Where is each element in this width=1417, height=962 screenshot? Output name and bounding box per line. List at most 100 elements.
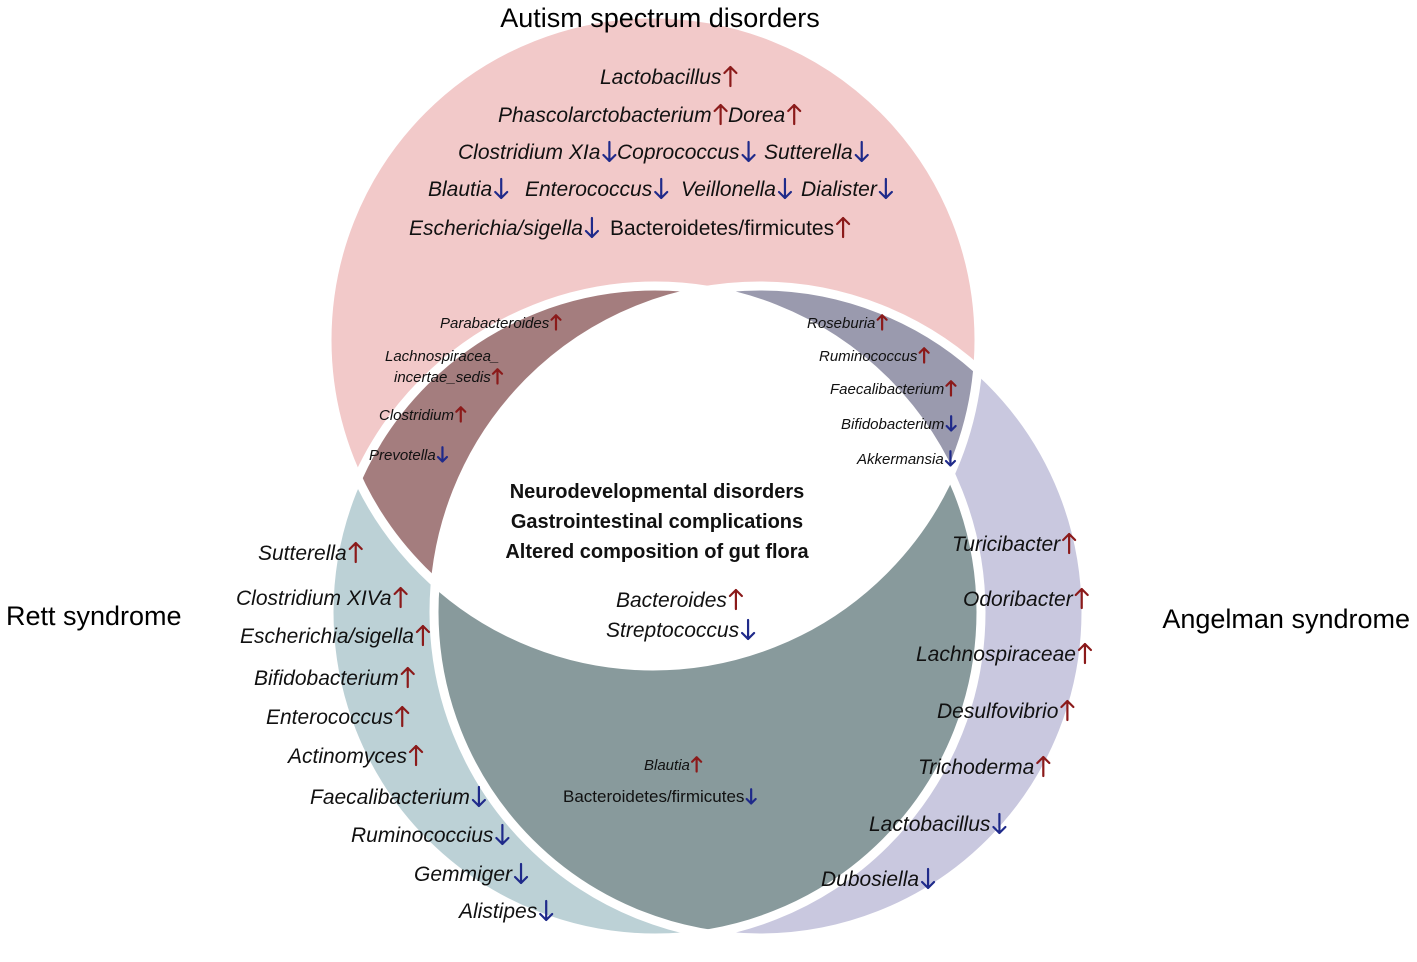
up-arrow-icon: [945, 380, 957, 397]
region-center: [434, 286, 979, 666]
up-arrow-icon: [550, 314, 562, 331]
down-arrow-icon: [741, 140, 756, 163]
taxon-angelman-only-6: Dubosiella: [821, 867, 936, 891]
taxon-label: Bacteroidetes/firmicutes: [610, 217, 834, 240]
taxon-label: incertae_sedis: [394, 369, 491, 386]
taxon-asd-only-7: Enterococcus: [525, 177, 669, 201]
taxon-angelman-only-2: Lachnospiraceae: [916, 642, 1093, 666]
taxon-label: Bifidobacterium: [254, 667, 399, 690]
taxon-asd-only-2: Dorea: [728, 103, 802, 127]
taxon-rett-angelman-1: Bacteroidetes/firmicutes: [563, 787, 757, 806]
down-arrow-icon: [992, 812, 1007, 835]
up-arrow-icon: [723, 65, 738, 88]
taxon-label: Ruminococcus: [819, 348, 918, 365]
down-arrow-icon: [878, 177, 893, 200]
title-rett: Rett syndrome: [6, 601, 182, 631]
taxon-label: Faecalibacterium: [830, 381, 944, 398]
down-arrow-icon: [745, 788, 757, 805]
taxon-label: Enterococcus: [266, 706, 394, 729]
up-arrow-icon: [835, 216, 851, 239]
taxon-asd-only-10: Escherichia/sigella: [409, 216, 600, 240]
taxon-label: Dorea: [728, 104, 785, 127]
taxon-angelman-only-3: Desulfovibrio: [937, 699, 1075, 723]
up-arrow-icon: [1077, 642, 1093, 665]
center-line-2: Gastrointestinal complications: [511, 511, 803, 533]
taxon-rett-only-6: Faecalibacterium: [310, 785, 487, 809]
taxon-asd-only-11: Bacteroidetes/firmicutes: [610, 216, 851, 240]
taxon-label: Ruminococcius: [351, 824, 494, 847]
up-arrow-icon: [400, 666, 415, 689]
taxon-label: Lachnospiracea_: [385, 348, 499, 365]
outline-angelman: [429, 281, 1091, 943]
taxon-label: Dialister: [801, 178, 878, 201]
up-arrow-icon: [787, 103, 802, 126]
taxon-label: Lactobacillus: [869, 813, 991, 836]
taxon-label: Akkermansia: [856, 451, 944, 468]
taxon-label: Odoribacter: [963, 588, 1074, 611]
taxon-asd-only-5: Sutterella: [764, 140, 869, 164]
down-arrow-icon: [495, 823, 510, 846]
taxon-label: Blautia: [428, 178, 492, 201]
taxon-label: Gemmiger: [414, 863, 513, 886]
taxon-center-0: Bacteroides: [616, 588, 744, 612]
taxon-asd-angelman-0: Roseburia: [807, 314, 888, 332]
taxon-asd-rett-1: Lachnospiracea_: [385, 348, 499, 365]
taxon-label: Sutterella: [764, 141, 853, 164]
taxon-label: Trichoderma: [918, 756, 1034, 779]
down-arrow-icon: [654, 177, 669, 200]
taxon-asd-only-3: Clostridium XIa: [458, 140, 617, 164]
up-arrow-icon: [876, 314, 888, 331]
taxon-asd-rett-2: incertae_sedis: [394, 368, 504, 386]
down-arrow-icon: [602, 140, 617, 163]
taxon-label: Bacteroides: [616, 589, 727, 612]
venn-regions: [322, 9, 1091, 943]
taxon-asd-rett-3: Clostridium: [379, 406, 467, 424]
down-arrow-icon: [471, 785, 487, 808]
down-arrow-icon: [777, 177, 793, 200]
taxon-label: Blautia: [644, 757, 690, 774]
down-arrow-icon: [539, 899, 554, 922]
taxon-rett-only-0: Sutterella: [258, 541, 363, 565]
taxon-asd-only-1: Phascolarctobacterium: [498, 103, 728, 127]
taxon-angelman-only-4: Trichoderma: [918, 755, 1051, 779]
taxon-label: Enterococcus: [525, 178, 653, 201]
up-arrow-icon: [1060, 699, 1075, 722]
taxon-label: Prevotella: [369, 447, 436, 464]
up-arrow-icon: [1036, 755, 1051, 778]
center-line-1: Neurodevelopmental disorders: [510, 481, 805, 503]
taxon-center-1: Streptococcus: [606, 618, 756, 642]
taxon-asd-only-6: Blautia: [428, 177, 509, 201]
down-arrow-icon: [920, 867, 936, 890]
taxon-label: Sutterella: [258, 542, 347, 565]
taxon-label: Turicibacter: [952, 533, 1061, 556]
taxon-label: Desulfovibrio: [937, 700, 1059, 723]
taxon-rett-only-9: Alistipes: [457, 899, 554, 923]
taxon-asd-angelman-1: Ruminococcus: [819, 347, 930, 365]
taxon-asd-only-0: Lactobacillus: [600, 65, 738, 89]
taxon-asd-angelman-4: Akkermansia: [856, 450, 957, 468]
taxon-label: Escherichia/sigella: [240, 625, 414, 648]
up-arrow-icon: [455, 406, 467, 423]
taxon-label: Lactobacillus: [600, 66, 722, 89]
taxon-rett-only-8: Gemmiger: [414, 862, 529, 886]
down-arrow-icon: [584, 216, 600, 239]
taxon-label: Escherichia/sigella: [409, 217, 583, 240]
taxon-rett-only-2: Escherichia/sigella: [240, 624, 431, 648]
taxon-label: Parabacteroides: [440, 315, 550, 332]
outline-rett: [324, 281, 986, 943]
taxon-label: Faecalibacterium: [310, 786, 470, 809]
up-arrow-icon: [728, 588, 744, 611]
taxon-asd-only-9: Dialister: [801, 177, 893, 201]
down-arrow-icon: [494, 177, 509, 200]
up-arrow-icon: [691, 756, 703, 773]
taxon-angelman-only-0: Turicibacter: [952, 532, 1077, 556]
up-arrow-icon: [415, 624, 431, 647]
up-arrow-icon: [393, 586, 408, 609]
center-line-3: Altered composition of gut flora: [505, 541, 809, 563]
taxon-label: Alistipes: [457, 900, 538, 923]
taxon-label: Actinomyces: [286, 745, 408, 768]
up-arrow-icon: [491, 368, 504, 385]
outline-autism: [322, 9, 984, 671]
